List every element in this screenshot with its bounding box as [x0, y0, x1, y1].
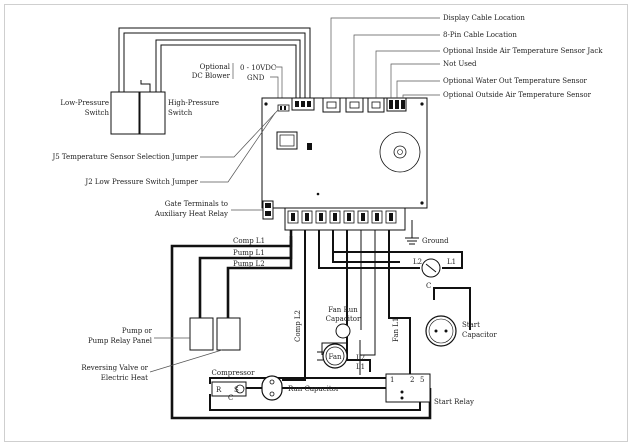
- fan-label: Fan: [328, 353, 342, 361]
- dc-blower-connector: [291, 97, 315, 111]
- terminal-s-label: S: [234, 386, 239, 394]
- 8-pin-cable-jack: [345, 97, 364, 113]
- pump-relay-label: Pump or: [122, 327, 153, 335]
- comp-l2-label: Comp L2: [294, 310, 302, 342]
- gate-terminals-label: Gate Terminals to: [165, 200, 228, 208]
- run-capacitor: [261, 375, 283, 401]
- fan-motor: [317, 343, 348, 369]
- not-used-label: Not Used: [443, 60, 477, 68]
- gate-terminals-label-2: Auxiliary Heat Relay: [154, 210, 228, 218]
- compressor-label: Compressor: [212, 369, 256, 377]
- water-out-sensor-label: Optional Water Out Temperature Sensor: [443, 77, 588, 85]
- fan-l1-label: Fan L1: [392, 318, 400, 342]
- relay-terminal-2: 2: [410, 376, 414, 384]
- high-pressure-switch: [139, 91, 166, 135]
- sensor-header: [386, 97, 407, 112]
- fan-run-cap-label: Fan Run: [328, 306, 358, 314]
- terminal-r-label: R: [216, 386, 222, 394]
- terminal-c-label: C: [228, 394, 233, 402]
- start-relay-label: Start Relay: [434, 398, 474, 406]
- ground-label: Ground: [422, 237, 449, 245]
- pump-relay-label-2: Pump Relay Panel: [88, 337, 153, 345]
- contactor: [421, 258, 441, 278]
- vdc-label: 0 - 10VDC: [240, 64, 276, 72]
- gate-terminals: [262, 200, 274, 220]
- pump-l2-label: Pump L2: [233, 260, 265, 268]
- j2-jumper-label: J2 Low Pressure Switch Jumper: [84, 178, 198, 186]
- inside-air-jack-label: Optional Inside Air Temperature Sensor J…: [443, 47, 603, 55]
- low-pressure-switch: [110, 91, 140, 135]
- low-pressure-label-2: Switch: [85, 109, 110, 117]
- fan-run-capacitor: [335, 323, 351, 339]
- low-pressure-label: Low-Pressure: [60, 99, 109, 107]
- reversing-valve-relay: [216, 317, 241, 351]
- pressure-switch-wiring: [118, 27, 311, 98]
- ground-symbol: [405, 220, 419, 245]
- pump-relay-panel: [189, 317, 214, 351]
- compressor: [211, 381, 247, 397]
- start-relay: [385, 373, 431, 403]
- reversing-valve-label: Reversing Valve or: [81, 364, 148, 372]
- inside-air-jack: [367, 97, 385, 113]
- contactor-c-label: C: [426, 282, 431, 290]
- comp-l1-label: Comp L1: [233, 237, 265, 245]
- pump-l1-label: Pump L1: [233, 249, 265, 257]
- outside-air-sensor-label: Optional Outside Air Temperature Sensor: [443, 91, 592, 99]
- fan-l1-wire-label: L1: [356, 363, 365, 371]
- dc-blower-label: Optional: [200, 63, 231, 71]
- control-board: [261, 97, 428, 209]
- start-cap-label: Start: [462, 321, 480, 329]
- l1-label: L1: [447, 258, 456, 266]
- dc-blower-label-2: DC Blower: [192, 72, 231, 80]
- start-capacitor: [425, 315, 457, 347]
- reversing-valve-label-2: Electric Heat: [101, 374, 148, 382]
- j5-jumper-label: J5 Temperature Sensor Selection Jumper: [51, 153, 198, 161]
- gnd-label: GND: [247, 74, 265, 82]
- high-pressure-label-2: Switch: [168, 109, 193, 117]
- fan-l2-label: L2: [356, 354, 365, 362]
- display-cable-label: Display Cable Location: [443, 14, 525, 22]
- fan-run-cap-label-2: Capacitor: [326, 315, 361, 323]
- j5-jumper: [277, 104, 290, 112]
- display-cable-jack: [322, 97, 341, 113]
- relay-terminal-1: 1: [390, 376, 394, 384]
- terminal-block: [284, 207, 406, 231]
- l2-label: L2: [413, 258, 422, 266]
- run-capacitor-label: Run Capacitor: [288, 385, 340, 393]
- 8-pin-cable-label: 8-Pin Cable Location: [443, 31, 517, 39]
- start-cap-label-2: Capacitor: [462, 331, 497, 339]
- high-pressure-label: High-Pressure: [168, 99, 219, 107]
- relay-terminal-5: 5: [420, 376, 424, 384]
